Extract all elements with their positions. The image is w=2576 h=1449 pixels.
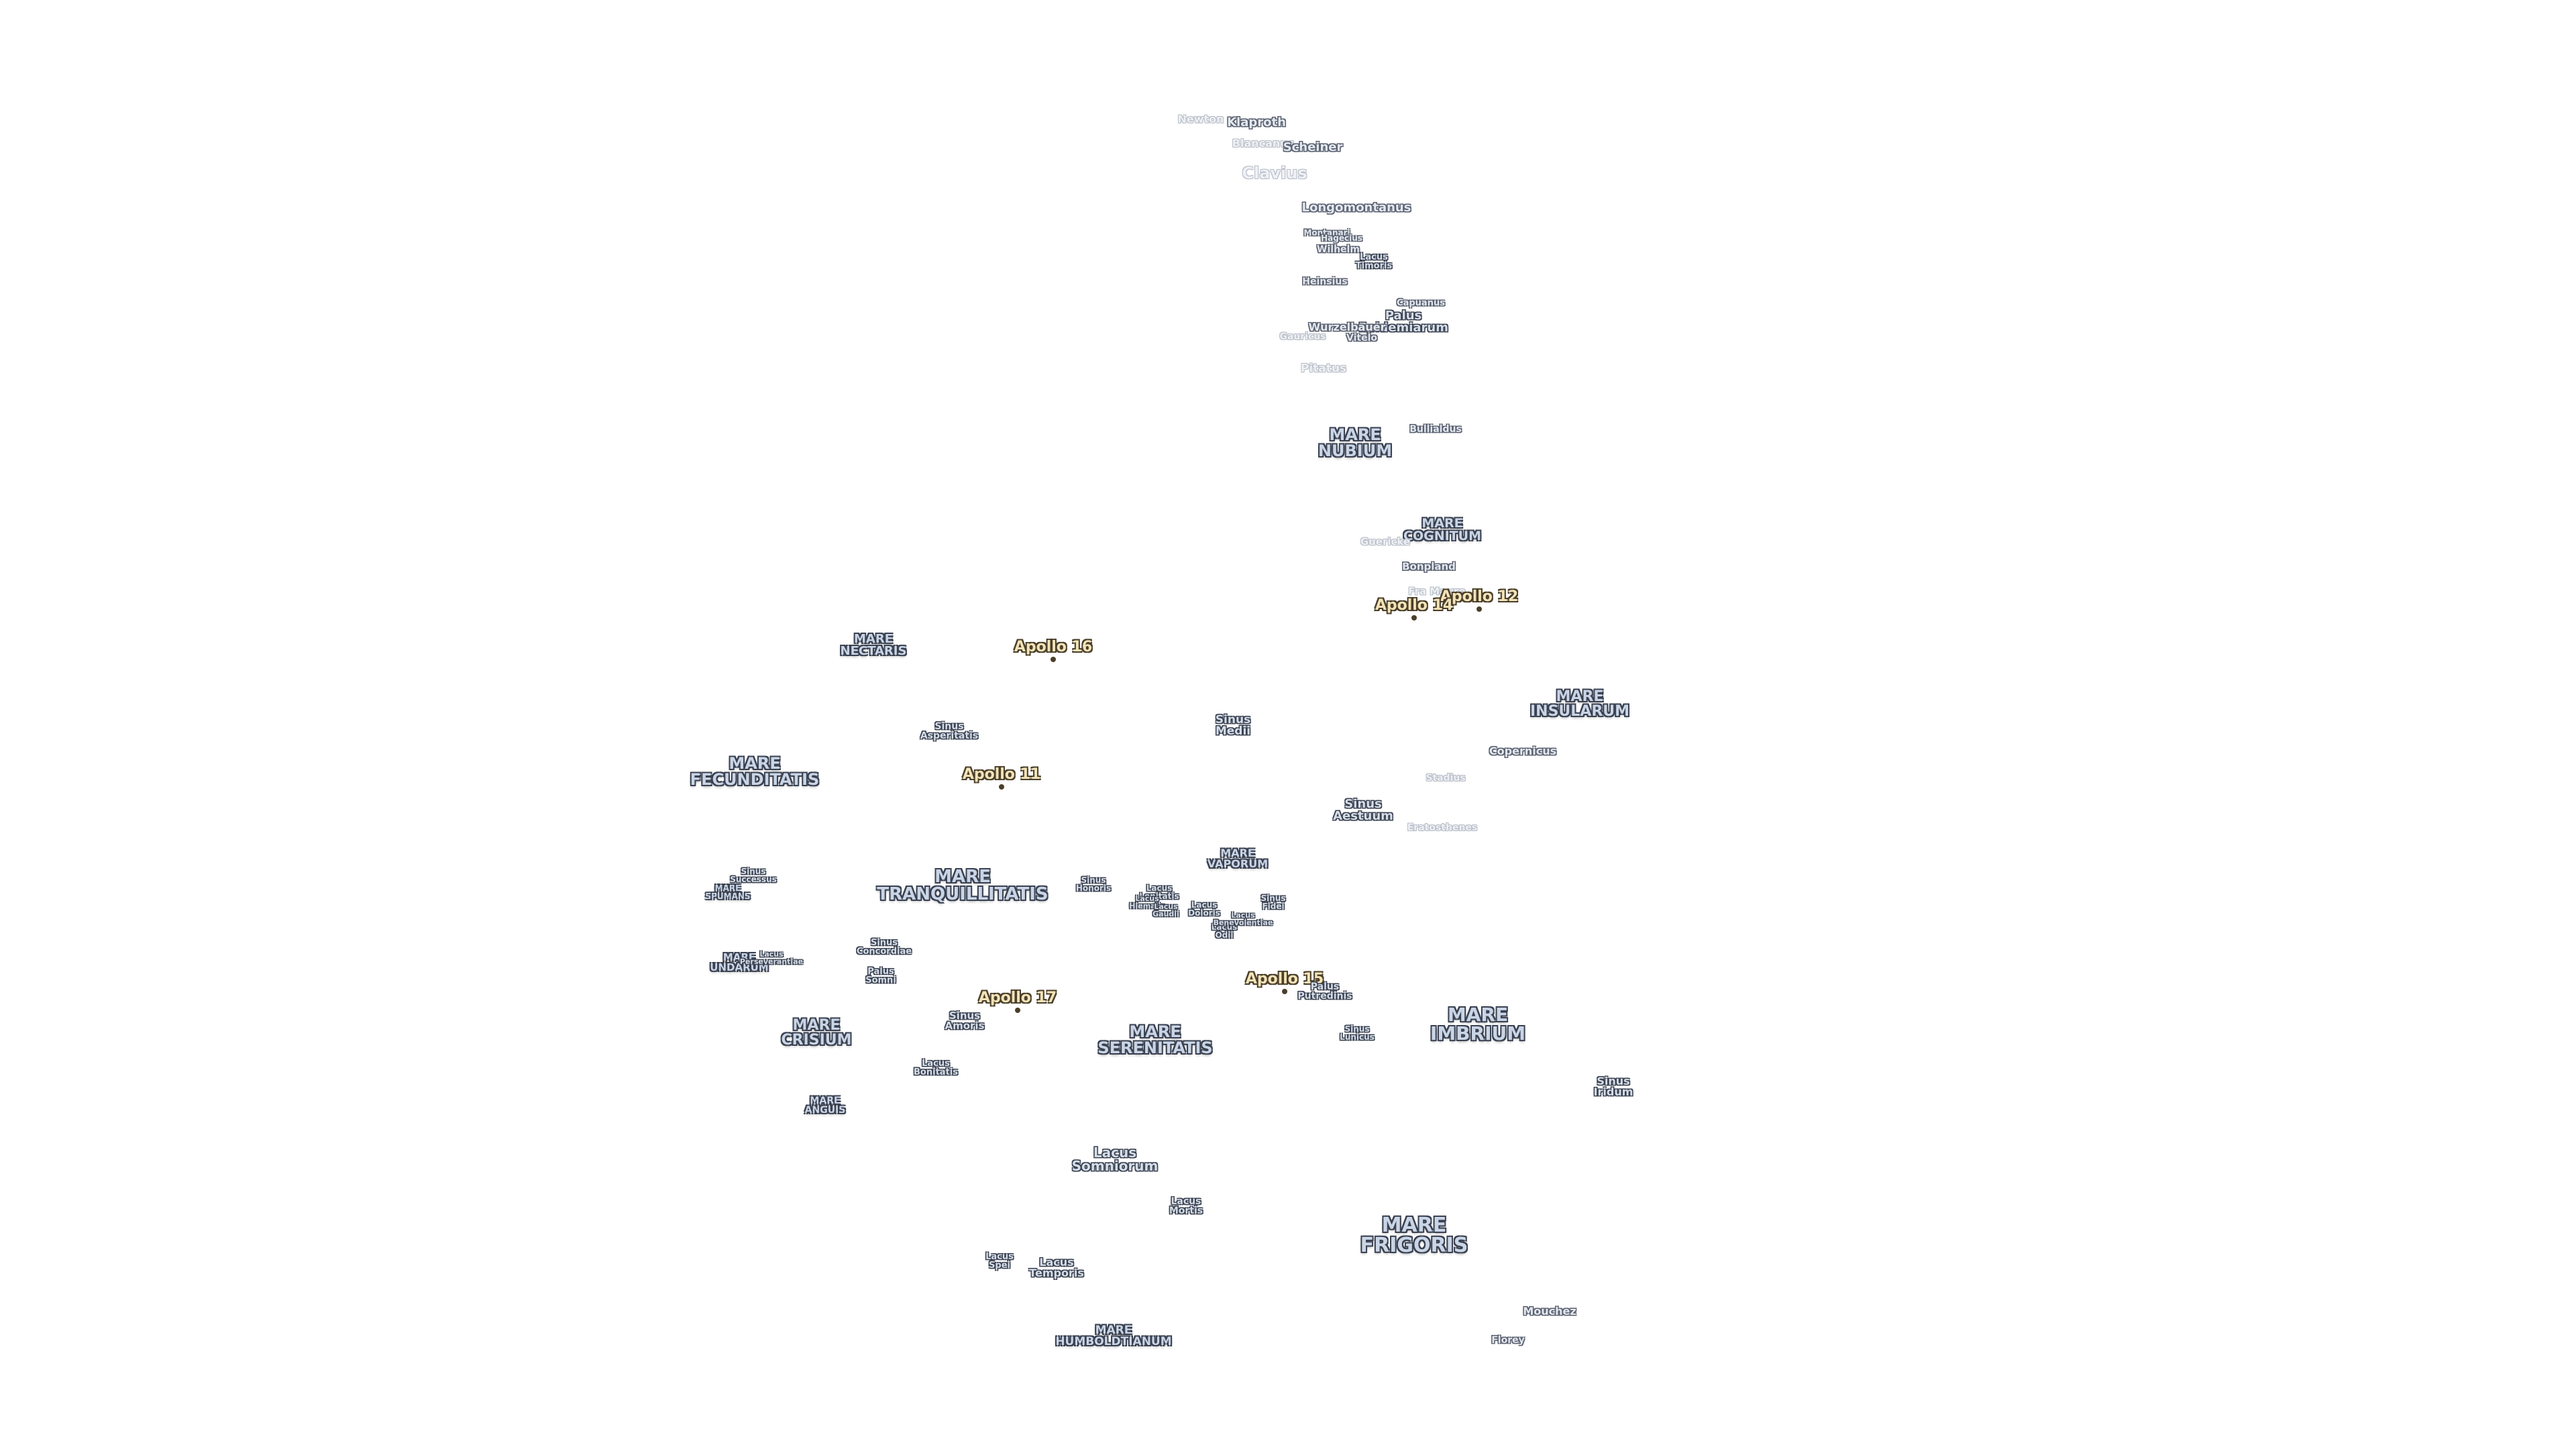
map-label-montanari[interactable]: Montanari xyxy=(1303,228,1350,237)
map-label-apollo-16[interactable]: Apollo 16 xyxy=(1014,639,1093,655)
map-label-mare-cognitum[interactable]: MARE COGNITUM xyxy=(1403,516,1481,543)
map-label-apollo-14[interactable]: Apollo 14 xyxy=(1375,597,1454,614)
map-label-sinus-aestuum[interactable]: Sinus Aestuum xyxy=(1333,797,1393,823)
map-label-sinus-asperitatis[interactable]: Sinus Asperitatis xyxy=(920,721,979,741)
map-label-apollo-12[interactable]: Apollo 12 xyxy=(1440,588,1519,605)
map-label-copernicus[interactable]: Copernicus xyxy=(1489,745,1557,757)
map-label-sinus-medii[interactable]: Sinus Medii xyxy=(1215,713,1251,738)
map-label-wurzelbauer[interactable]: Wurzelbauer xyxy=(1308,321,1386,333)
map-label-clavius[interactable]: Clavius xyxy=(1242,164,1307,182)
map-label-sinus-amoris[interactable]: Sinus Amoris xyxy=(945,1010,985,1032)
map-label-lacus-spei[interactable]: Lacus Spei xyxy=(985,1252,1014,1271)
map-label-apollo-17[interactable]: Apollo 17 xyxy=(978,989,1057,1006)
map-label-lacus-timoris[interactable]: Lacus Timoris xyxy=(1355,252,1393,271)
map-label-mare-vaporum[interactable]: MARE VAPORUM xyxy=(1207,847,1269,870)
map-label-palus-putredinis[interactable]: Palus Putredinis xyxy=(1297,981,1352,1002)
map-label-lacus-bonitatis[interactable]: Lacus Bonitatis xyxy=(914,1059,958,1077)
map-label-sinus-fidei[interactable]: Sinus Fidei xyxy=(1260,894,1286,911)
map-label-sinus-iridum[interactable]: Sinus Iridum xyxy=(1593,1075,1633,1098)
map-label-mare-anguis[interactable]: MARE ANGUIS xyxy=(804,1095,846,1116)
map-label-heinsius[interactable]: Heinsius xyxy=(1302,276,1348,287)
map-label-bullialdus[interactable]: Bullialdus xyxy=(1409,424,1462,435)
map-label-sinus-lunicus[interactable]: Sinus Lunicus xyxy=(1340,1024,1375,1042)
map-label-hagecius[interactable]: Hagecius xyxy=(1321,233,1362,243)
map-label-vitelo[interactable]: Vitelo xyxy=(1346,333,1377,343)
map-label-bonpland[interactable]: Bonpland xyxy=(1402,560,1456,573)
map-label-capuanus[interactable]: Capuanus xyxy=(1397,298,1445,309)
map-label-mare-serenitatis[interactable]: MARE SERENITATIS xyxy=(1097,1022,1213,1057)
map-label-lacus-perseverantiae[interactable]: Lacus Perseverantiae xyxy=(739,950,804,966)
map-label-mare-crisium[interactable]: MARE CRISIUM xyxy=(781,1017,852,1049)
map-label-sinus-successus[interactable]: Sinus Successus xyxy=(730,867,777,884)
map-label-lacus-temporis[interactable]: Lacus Temporis xyxy=(1029,1256,1084,1279)
map-label-newton[interactable]: Newton xyxy=(1177,113,1224,125)
map-label-mare-frigoris[interactable]: MARE FRIGORIS xyxy=(1360,1214,1468,1257)
map-label-klaproth[interactable]: Klaproth xyxy=(1227,115,1286,129)
map-label-lacus-doloris[interactable]: Lacus Doloris xyxy=(1188,900,1220,918)
map-label-guericke[interactable]: Guericke xyxy=(1360,535,1411,548)
map-label-mare-fecunditatis[interactable]: MARE FECUNDITATIS xyxy=(690,754,820,789)
map-label-apollo-15[interactable]: Apollo 15 xyxy=(1245,971,1324,987)
apollo-site-marker[interactable] xyxy=(1477,606,1482,612)
map-label-mare-undarum[interactable]: MARE UNDARUM xyxy=(710,951,769,973)
map-label-lacus-odii[interactable]: Lacus Odii xyxy=(1211,922,1238,940)
map-label-wilhelm[interactable]: Wilhelm xyxy=(1317,244,1360,255)
apollo-site-marker[interactable] xyxy=(1282,989,1287,994)
apollo-site-marker[interactable] xyxy=(1411,615,1417,621)
map-label-mare-insularum[interactable]: MARE INSULARUM xyxy=(1529,688,1630,720)
map-label-mare-tranquillitatis[interactable]: MARE TRANQUILLITATIS xyxy=(877,867,1049,904)
map-label-sinus-honoris[interactable]: Sinus Honoris xyxy=(1075,875,1112,893)
map-label-florey[interactable]: Florey xyxy=(1491,1335,1525,1346)
map-label-palus-epidemiarum[interactable]: Palus Epidemiarum xyxy=(1358,309,1448,335)
map-label-eratosthenes[interactable]: Eratosthenes xyxy=(1407,822,1478,833)
map-label-sinus-concordiae[interactable]: Sinus Concordiae xyxy=(856,938,912,957)
map-label-mare-nectaris[interactable]: MARE NECTARIS xyxy=(840,632,907,658)
map-label-lacus-gaudii[interactable]: Lacus Gaudii xyxy=(1152,902,1179,918)
map-label-mare-nubium[interactable]: MARE NUBIUM xyxy=(1318,425,1393,460)
map-label-stadius[interactable]: Stadius xyxy=(1426,773,1466,784)
map-label-apollo-11[interactable]: Apollo 11 xyxy=(962,766,1041,783)
apollo-site-marker[interactable] xyxy=(999,784,1004,790)
map-label-lacus-hiemalis[interactable]: Lacus Hiemalis xyxy=(1129,894,1165,910)
map-label-mare-spumans[interactable]: MARE SPUMANS xyxy=(705,883,751,901)
apollo-site-marker[interactable] xyxy=(1015,1008,1020,1013)
map-label-palus-somni[interactable]: Palus Somni xyxy=(865,967,896,985)
map-label-blancanus[interactable]: Blancanus xyxy=(1232,137,1295,150)
apollo-site-marker[interactable] xyxy=(1051,657,1056,662)
map-label-scheiner[interactable]: Scheiner xyxy=(1283,140,1343,154)
map-label-fra-mauro[interactable]: Fra Mauro xyxy=(1408,585,1466,598)
map-label-mare-imbrium[interactable]: MARE IMBRIUM xyxy=(1430,1004,1526,1044)
map-label-longomontanus[interactable]: Longomontanus xyxy=(1301,201,1411,215)
map-label-gauricus[interactable]: Gauricus xyxy=(1279,331,1326,342)
map-label-lacus-benevolentiae[interactable]: Lacus Benevolentiae xyxy=(1213,911,1273,927)
map-label-mouchez[interactable]: Mouchez xyxy=(1523,1305,1576,1318)
map-label-mare-humboldtianum[interactable]: MARE HUMBOLDTIANUM xyxy=(1055,1324,1172,1348)
map-label-lacus-mortis[interactable]: Lacus Mortis xyxy=(1169,1196,1203,1216)
map-label-pitatus[interactable]: Pitatus xyxy=(1300,362,1347,376)
map-label-lacus-somniorum[interactable]: Lacus Somniorum xyxy=(1071,1144,1159,1174)
map-label-lacus-lenitatis[interactable]: Lacus Lenitatis xyxy=(1139,883,1179,901)
